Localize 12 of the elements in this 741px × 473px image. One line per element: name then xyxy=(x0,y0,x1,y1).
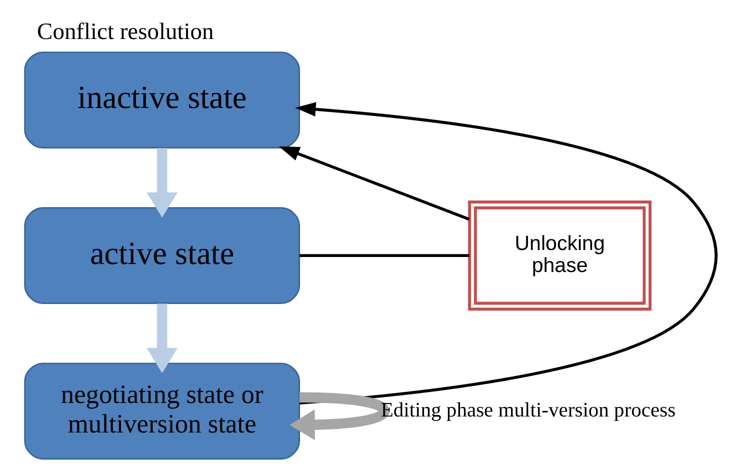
node-box: negotiating state or multiversion state xyxy=(24,362,300,460)
arrow xyxy=(146,148,178,218)
node-box: active state xyxy=(24,207,300,304)
node-box: Unlocking phase xyxy=(468,200,652,311)
connector xyxy=(300,254,470,258)
arrow xyxy=(146,304,178,374)
node-box: inactive state xyxy=(24,52,300,148)
diagram-title: Conflict resolution xyxy=(37,18,214,45)
arrow xyxy=(295,102,718,404)
arrow xyxy=(290,392,390,440)
edge-label: Editing phase multi-version process xyxy=(380,400,676,422)
arrow xyxy=(278,146,470,221)
